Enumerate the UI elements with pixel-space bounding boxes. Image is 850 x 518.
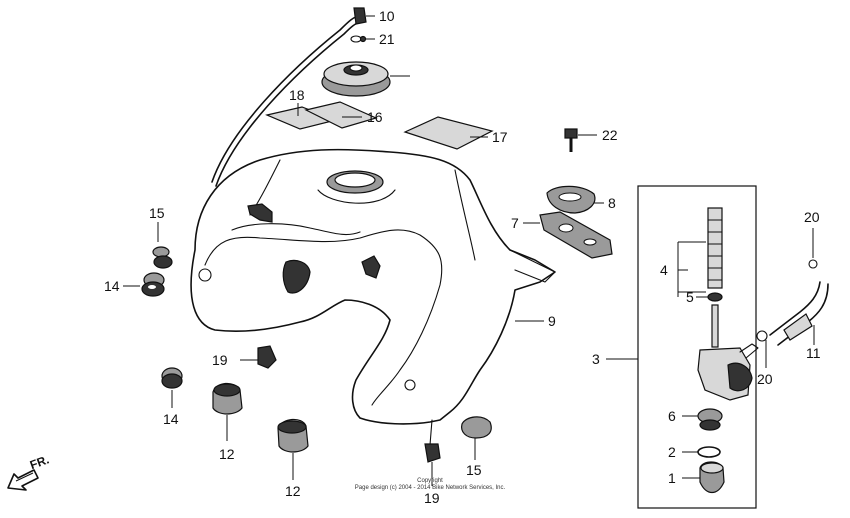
sediment-cup-1 (699, 461, 725, 494)
front-direction-arrow-icon (7, 469, 39, 491)
cushion-12-a (212, 382, 243, 415)
callout-22: 22 (602, 127, 618, 143)
breather-tube (211, 15, 361, 183)
callout-labels: 10 21 18 16 17 22 8 7 9 15 14 19 14 12 1… (104, 8, 821, 506)
callout-3: 3 (592, 351, 600, 367)
callout-10: 10 (379, 8, 395, 24)
grommet-14-left (141, 272, 165, 297)
callout-19-bottom: 19 (424, 490, 440, 506)
grommet-15-right (461, 416, 492, 439)
callout-19-left: 19 (212, 352, 228, 368)
grommet-14-lower (161, 367, 183, 389)
collar-19 (257, 345, 277, 369)
callout-18: 18 (289, 87, 305, 103)
setting-plate-7 (539, 211, 613, 259)
callout-21: 21 (379, 31, 395, 47)
callout-2: 2 (668, 444, 676, 460)
copyright-notice: Copyright Page design (c) 2004 - 2014 Bi… (300, 478, 560, 492)
callout-4: 4 (660, 262, 668, 278)
callout-15-right: 15 (466, 462, 482, 478)
callout-11: 11 (806, 345, 821, 361)
o-ring-5 (707, 292, 723, 302)
callout-14-left: 14 (104, 278, 120, 294)
leader-lines (123, 15, 815, 486)
fuel-tank (190, 148, 556, 463)
callout-17: 17 (492, 129, 508, 145)
fuel-valve (697, 304, 759, 401)
fuel-tube-11 (769, 281, 829, 346)
callout-15-left: 15 (149, 205, 165, 221)
filler-cap (321, 61, 391, 97)
copyright-line-1: Copyright (417, 478, 443, 484)
fuel-valve-assembly-box (637, 185, 757, 509)
decal-16 (304, 101, 378, 129)
packing-6 (697, 408, 723, 431)
clip-21 (350, 35, 367, 43)
clip-20-lower (756, 330, 768, 342)
rubber-grommet-8 (546, 185, 596, 214)
callout-16: 16 (367, 109, 383, 125)
bolt-22 (564, 128, 578, 152)
cushion-12-b (277, 418, 309, 453)
decal-17 (403, 116, 494, 150)
callout-1: 1 (668, 470, 676, 486)
copyright-line-2: Page design (c) 2004 - 2014 Bike Network… (354, 485, 506, 491)
callout-12-b: 12 (285, 483, 301, 499)
callout-20-upper: 20 (804, 209, 820, 225)
callout-5: 5 (686, 289, 694, 305)
callout-7: 7 (511, 215, 519, 231)
callout-6: 6 (668, 408, 676, 424)
callout-9: 9 (548, 313, 556, 329)
o-ring-2 (697, 446, 721, 458)
callout-14-lower: 14 (163, 411, 179, 427)
clip-20-upper (808, 259, 818, 269)
strainer-4 (707, 207, 723, 289)
callout-8: 8 (608, 195, 616, 211)
callout-12-a: 12 (219, 446, 235, 462)
callout-20-lower: 20 (757, 371, 773, 387)
grommet-15-left (152, 246, 173, 269)
